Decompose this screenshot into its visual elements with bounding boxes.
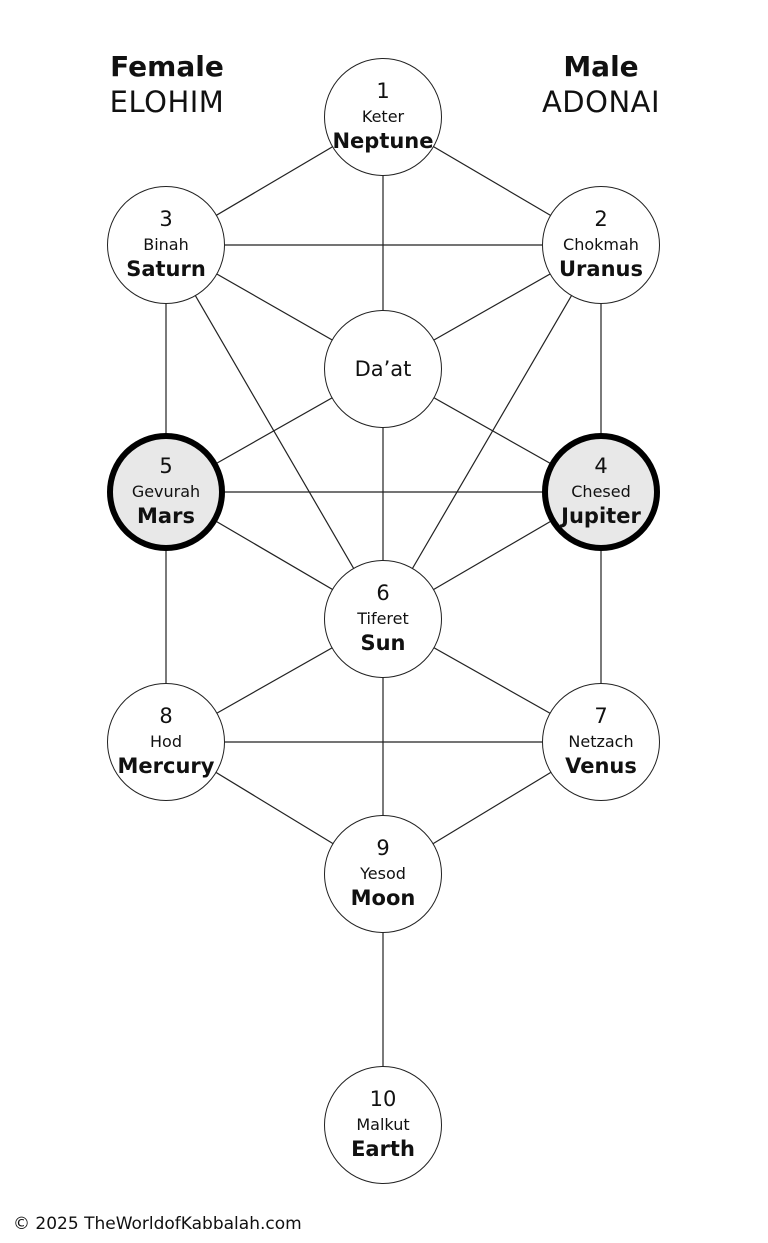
sephirah-planet: Venus xyxy=(565,754,637,778)
sephirah-planet: Earth xyxy=(351,1137,415,1161)
sephirah-yesod: 9 Yesod Moon xyxy=(324,815,442,933)
sephirah-number: 5 xyxy=(159,454,173,478)
sephirah-number: 3 xyxy=(159,207,173,231)
sephirah-number: 9 xyxy=(376,836,390,860)
sephirah-keter: 1 Keter Neptune xyxy=(324,58,442,176)
sephirah-name: Da’at xyxy=(354,357,412,381)
sephirah-number: 7 xyxy=(594,704,608,728)
sephirah-number: 10 xyxy=(369,1087,397,1111)
sephirah-binah: 3 Binah Saturn xyxy=(107,186,225,304)
sephirah-tiferet: 6 Tiferet Sun xyxy=(324,560,442,678)
sephirah-hod: 8 Hod Mercury xyxy=(107,683,225,801)
male-heading: Male ADONAI xyxy=(511,50,691,120)
sephirah-name: Binah xyxy=(143,235,189,254)
sephirah-chokmah: 2 Chokmah Uranus xyxy=(542,186,660,304)
sephirah-name: Tiferet xyxy=(357,609,409,628)
sephirah-name: Yesod xyxy=(360,864,406,883)
sephirah-planet: Sun xyxy=(360,631,406,655)
sephirah-number: 4 xyxy=(594,454,608,478)
sephirah-planet: Mercury xyxy=(117,754,215,778)
sephirah-name: Netzach xyxy=(568,732,634,751)
copyright-text: © 2025 TheWorldofKabbalah.com xyxy=(13,1214,302,1234)
sephirah-planet: Uranus xyxy=(559,257,643,281)
sephirah-planet: Saturn xyxy=(126,257,206,281)
sephirah-name: Hod xyxy=(150,732,182,751)
sephirah-malkut: 10 Malkut Earth xyxy=(324,1066,442,1184)
female-heading: Female ELOHIM xyxy=(77,50,257,120)
sephirah-number: 8 xyxy=(159,704,173,728)
sephirah-name: Chesed xyxy=(571,482,631,501)
sephirah-name: Chokmah xyxy=(563,235,639,254)
female-title: Female xyxy=(110,50,224,83)
sephirah-number: 6 xyxy=(376,581,390,605)
sephirah-number: 2 xyxy=(594,207,608,231)
sephirah-number: 1 xyxy=(376,79,390,103)
sephirah-gevurah: 5 Gevurah Mars xyxy=(107,433,225,551)
male-title: Male xyxy=(563,50,639,83)
sephirah-planet: Neptune xyxy=(332,129,434,153)
sephirah-name: Malkut xyxy=(356,1115,410,1134)
sephirah-planet: Mars xyxy=(137,504,195,528)
sephirah-daat: Da’at xyxy=(324,310,442,428)
sephirah-name: Gevurah xyxy=(131,482,201,501)
sephirah-name: Keter xyxy=(361,107,405,126)
sephirah-netzach: 7 Netzach Venus xyxy=(542,683,660,801)
sephirah-planet: Moon xyxy=(350,886,416,910)
adonai-label: ADONAI xyxy=(541,85,661,119)
sephirah-planet: Jupiter xyxy=(561,504,641,528)
sephirah-chesed: 4 Chesed Jupiter xyxy=(542,433,660,551)
elohim-label: ELOHIM xyxy=(109,85,225,119)
path-chokmah-tiferet xyxy=(382,244,602,620)
path-binah-tiferet xyxy=(165,244,384,620)
